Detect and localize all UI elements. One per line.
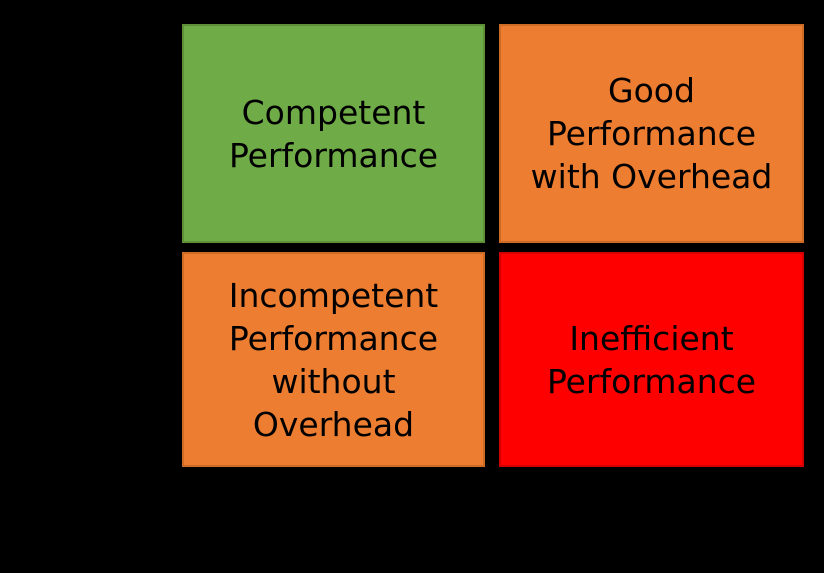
quadrant-inefficient-performance: Inefficient Performance <box>499 252 804 467</box>
quadrant-incompetent-performance-without-overhead: Incompetent Performance without Overhead <box>182 252 485 467</box>
quadrant-label-competent-performance: Competent Performance <box>228 92 439 175</box>
quadrant-label-good-performance-with-overhead: Good Performance with Overhead <box>530 71 773 196</box>
quadrant-label-inefficient-performance: Inefficient Performance <box>546 318 757 401</box>
quadrant-label-incompetent-performance-without-overhead: Incompetent Performance without Overhead <box>228 275 439 444</box>
quadrant-competent-performance: Competent Performance <box>182 24 485 243</box>
quadrant-good-performance-with-overhead: Good Performance with Overhead <box>499 24 804 243</box>
